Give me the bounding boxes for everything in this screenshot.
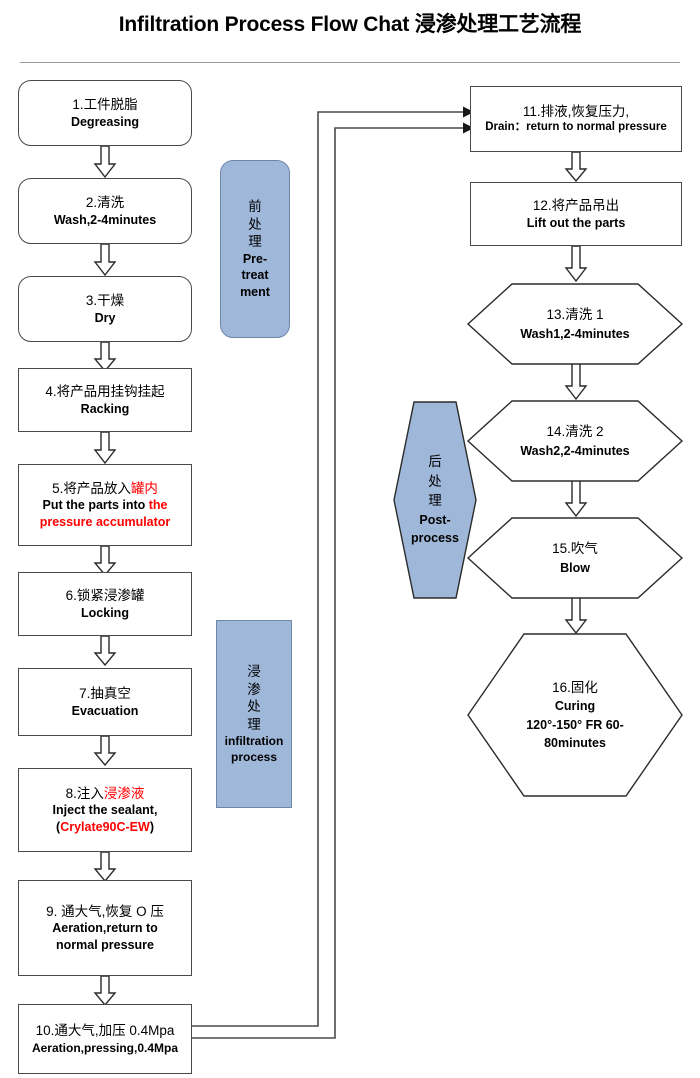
step-8-inject-sealant[interactable]: 8.注入浸渗液 Inject the sealant, (Crylate90C-…: [18, 768, 192, 852]
step-5-line-1: 5.将产品放入罐内: [52, 480, 158, 496]
phase-post-line-4: Post-: [419, 512, 451, 527]
phase-pre-line-6: ment: [240, 284, 270, 299]
step-8-line-3: (Crylate90C-EW): [56, 819, 154, 834]
step-2-line-1: 2.清洗: [85, 195, 125, 210]
step-15-blow[interactable]: 15.吹气 Blow: [466, 516, 684, 600]
step-6-locking[interactable]: 6.锁紧浸渗罐 Locking: [18, 572, 192, 636]
phase-pre-char-3: 理: [248, 234, 262, 249]
step-2-line-2: Wash,2-4minutes: [53, 212, 157, 227]
step-11-line-1: 11.排液,恢复压力,: [522, 103, 630, 119]
step-7-line-1: 7.抽真空: [79, 686, 131, 701]
step-12-line-2: Lift out the parts: [526, 215, 626, 230]
step-11-line-2: Drain：return to normal pressure: [485, 121, 667, 133]
step-16-line-3: 120°-150° FR 60-: [526, 717, 624, 732]
phase-infil-char-2: 渗: [247, 681, 261, 697]
arrow-2-to-3: [93, 244, 117, 276]
step-14-line-1: 14.清洗 2: [546, 424, 604, 439]
arrow-1-to-2: [93, 146, 117, 178]
step-5-line-3: pressure accumulator: [39, 514, 171, 529]
step-13-line-2: Wash1,2-4minutes: [520, 326, 630, 341]
step-16-line-1: 16.固化: [552, 679, 598, 695]
arrow-8-to-9: [93, 852, 117, 882]
step-4-line-1: 4.将产品用挂钩挂起: [45, 384, 165, 399]
step-15-line-1: 15.吹气: [552, 541, 598, 556]
step-10-line-1: 10.通大气,加压 0.4Mpa: [35, 1023, 175, 1039]
step-7-evacuation[interactable]: 7.抽真空 Evacuation: [18, 668, 192, 736]
step-16-line-4: 80minutes: [544, 736, 606, 750]
step-9-line-1: 9. 通大气,恢复 O 压: [46, 903, 164, 919]
page-title: Infiltration Process Flow Chat 浸渗处理工艺流程: [118, 13, 582, 36]
phase-infil-char-1: 浸: [247, 664, 261, 679]
phase-infil-line-5: infiltration: [224, 734, 284, 748]
step-3-line-2: Dry: [94, 310, 116, 325]
step-6-line-1: 6.锁紧浸渗罐: [65, 588, 145, 603]
step-10-line-2: Aeration,pressing,0.4Mpa: [31, 1040, 179, 1055]
step-11-drain-return-pressure[interactable]: 11.排液,恢复压力, Drain：return to normal press…: [470, 86, 682, 152]
arrow-9-to-10: [93, 976, 117, 1006]
phase-infil-line-6: process: [230, 750, 278, 764]
step-2-wash[interactable]: 2.清洗 Wash,2-4minutes: [18, 178, 192, 244]
step-14-line-2: Wash2,2-4minutes: [520, 443, 630, 458]
step-9-line-3: normal pressure: [56, 937, 154, 952]
arrow-7-to-8: [93, 736, 117, 766]
arrow-4-to-5: [93, 432, 117, 464]
step-5-line-2: Put the parts into the: [42, 498, 168, 513]
step-8-line-2: Inject the sealant,: [52, 803, 158, 818]
step-12-lift-out-parts[interactable]: 12.将产品吊出 Lift out the parts: [470, 182, 682, 246]
step-13-line-1: 13.清洗 1: [546, 307, 604, 322]
step-6-line-2: Locking: [81, 605, 129, 620]
arrow-6-to-7: [93, 636, 117, 666]
step-16-curing[interactable]: 16.固化 Curing 120°-150° FR 60- 80minutes: [466, 632, 684, 798]
arrow-12-to-13: [564, 246, 588, 282]
phase-infil-char-3: 处: [247, 699, 261, 714]
phase-infil-char-4: 理: [247, 716, 261, 732]
step-7-line-2: Evacuation: [71, 703, 139, 718]
phase-post-char-1: 后: [428, 454, 442, 470]
phase-label-infiltration: 浸 渗 处 理 infiltration process: [216, 620, 292, 808]
phase-pre-char-2: 处: [248, 216, 262, 232]
step-3-dry[interactable]: 3.干燥 Dry: [18, 276, 192, 342]
step-4-line-2: Racking: [80, 401, 130, 416]
step-1-line-2: Degreasing: [70, 114, 140, 129]
step-5-put-parts-into-accumulator[interactable]: 5.将产品放入罐内 Put the parts into the pressur…: [18, 464, 192, 546]
step-8-line-1: 8.注入浸渗液: [65, 785, 145, 801]
phase-label-postprocess: 后 处 理 Post- process: [392, 400, 478, 600]
arrow-5-to-6: [93, 546, 117, 576]
step-15-line-2: Blow: [560, 560, 590, 575]
step-1-line-1: 1.工件脱脂: [72, 97, 138, 112]
phase-pre-line-5: treat: [241, 268, 269, 282]
phase-post-char-2: 处: [428, 473, 442, 489]
phase-post-line-5: process: [411, 531, 459, 546]
step-1-degreasing[interactable]: 1.工件脱脂 Degreasing: [18, 80, 192, 146]
step-14-wash-2[interactable]: 14.清洗 2 Wash2,2-4minutes: [466, 399, 684, 483]
step-12-line-1: 12.将产品吊出: [532, 198, 620, 213]
step-3-line-1: 3.干燥: [85, 293, 125, 308]
phase-post-char-3: 理: [428, 493, 442, 509]
phase-pre-char-1: 前: [248, 199, 262, 214]
step-4-racking[interactable]: 4.将产品用挂钩挂起 Racking: [18, 368, 192, 432]
title-divider: [20, 62, 680, 63]
phase-pre-line-4: Pre-: [242, 251, 268, 266]
step-10-aeration-pressing[interactable]: 10.通大气,加压 0.4Mpa Aeration,pressing,0.4Mp…: [18, 1004, 192, 1074]
arrow-15-to-16: [564, 598, 588, 634]
phase-label-pretreatment: 前 处 理 Pre- treat ment: [220, 160, 290, 338]
arrow-13-to-14: [564, 364, 588, 400]
step-9-aeration-normal-pressure[interactable]: 9. 通大气,恢复 O 压 Aeration,return to normal …: [18, 880, 192, 976]
arrow-11-to-12: [564, 152, 588, 182]
step-16-line-2: Curing: [554, 699, 596, 713]
arrow-3-to-4: [93, 342, 117, 372]
arrow-14-to-15: [564, 481, 588, 517]
step-9-line-2: Aeration,return to: [52, 921, 158, 936]
step-13-wash-1[interactable]: 13.清洗 1 Wash1,2-4minutes: [466, 282, 684, 366]
